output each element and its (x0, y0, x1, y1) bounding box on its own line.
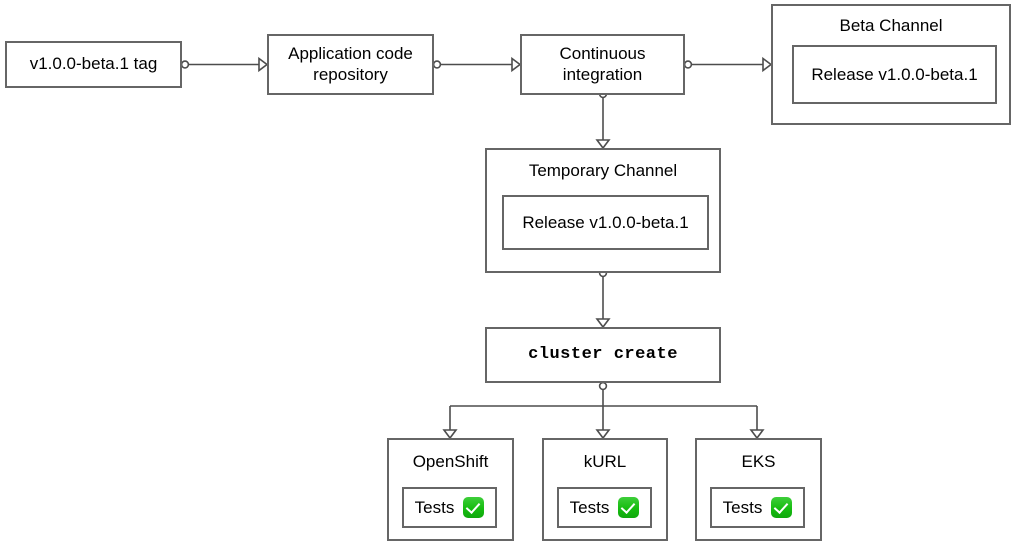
openshift-tests-box[interactable]: Tests (402, 487, 497, 528)
openshift-tests-label: Tests (414, 497, 455, 517)
node-version-tag[interactable]: v1.0.0-beta.1 tag (5, 41, 182, 88)
edge-cluster-create-to-targets (442, 381, 765, 440)
edge-tag-to-repo (180, 56, 269, 73)
node-app-code-repository[interactable]: Application code repository (267, 34, 434, 95)
kurl-tests-box[interactable]: Tests (557, 487, 652, 528)
edge-repo-to-ci (432, 56, 522, 73)
node-cluster-create[interactable]: cluster create (485, 327, 721, 383)
node-cluster-create-label: cluster create (528, 344, 678, 364)
temporary-channel-release-box[interactable]: Release v1.0.0-beta.1 (502, 195, 709, 250)
eks-tests-box[interactable]: Tests (710, 487, 805, 528)
group-beta-channel[interactable]: Beta Channel Release v1.0.0-beta.1 (771, 4, 1011, 125)
group-beta-channel-title: Beta Channel (839, 16, 943, 35)
group-temporary-channel-title: Temporary Channel (528, 161, 678, 180)
edge-ci-to-beta-channel (683, 56, 773, 73)
temporary-channel-release-label: Release v1.0.0-beta.1 (522, 212, 689, 232)
group-temporary-channel[interactable]: Temporary Channel Release v1.0.0-beta.1 (485, 148, 721, 273)
green-check-icon (463, 497, 485, 518)
eks-tests-label: Tests (722, 497, 763, 517)
green-check-icon (618, 497, 640, 518)
beta-channel-release-box[interactable]: Release v1.0.0-beta.1 (792, 45, 997, 104)
node-app-code-repository-label: Application code repository (288, 43, 413, 84)
group-target-kurl-title: kURL (583, 452, 627, 471)
group-target-kurl[interactable]: kURL Tests (542, 438, 668, 541)
green-check-icon (771, 497, 793, 518)
group-target-openshift[interactable]: OpenShift Tests (387, 438, 514, 541)
node-continuous-integration[interactable]: Continuous integration (520, 34, 685, 95)
node-continuous-integration-label: Continuous integration (559, 43, 646, 84)
edge-ci-to-temporary-channel (595, 89, 611, 150)
edge-temporary-channel-to-cluster-create (595, 268, 611, 329)
group-target-eks[interactable]: EKS Tests (695, 438, 822, 541)
kurl-tests-label: Tests (569, 497, 610, 517)
group-target-openshift-title: OpenShift (412, 452, 489, 471)
node-version-tag-label: v1.0.0-beta.1 tag (29, 54, 158, 74)
group-target-eks-title: EKS (741, 452, 776, 471)
beta-channel-release-label: Release v1.0.0-beta.1 (811, 64, 978, 84)
